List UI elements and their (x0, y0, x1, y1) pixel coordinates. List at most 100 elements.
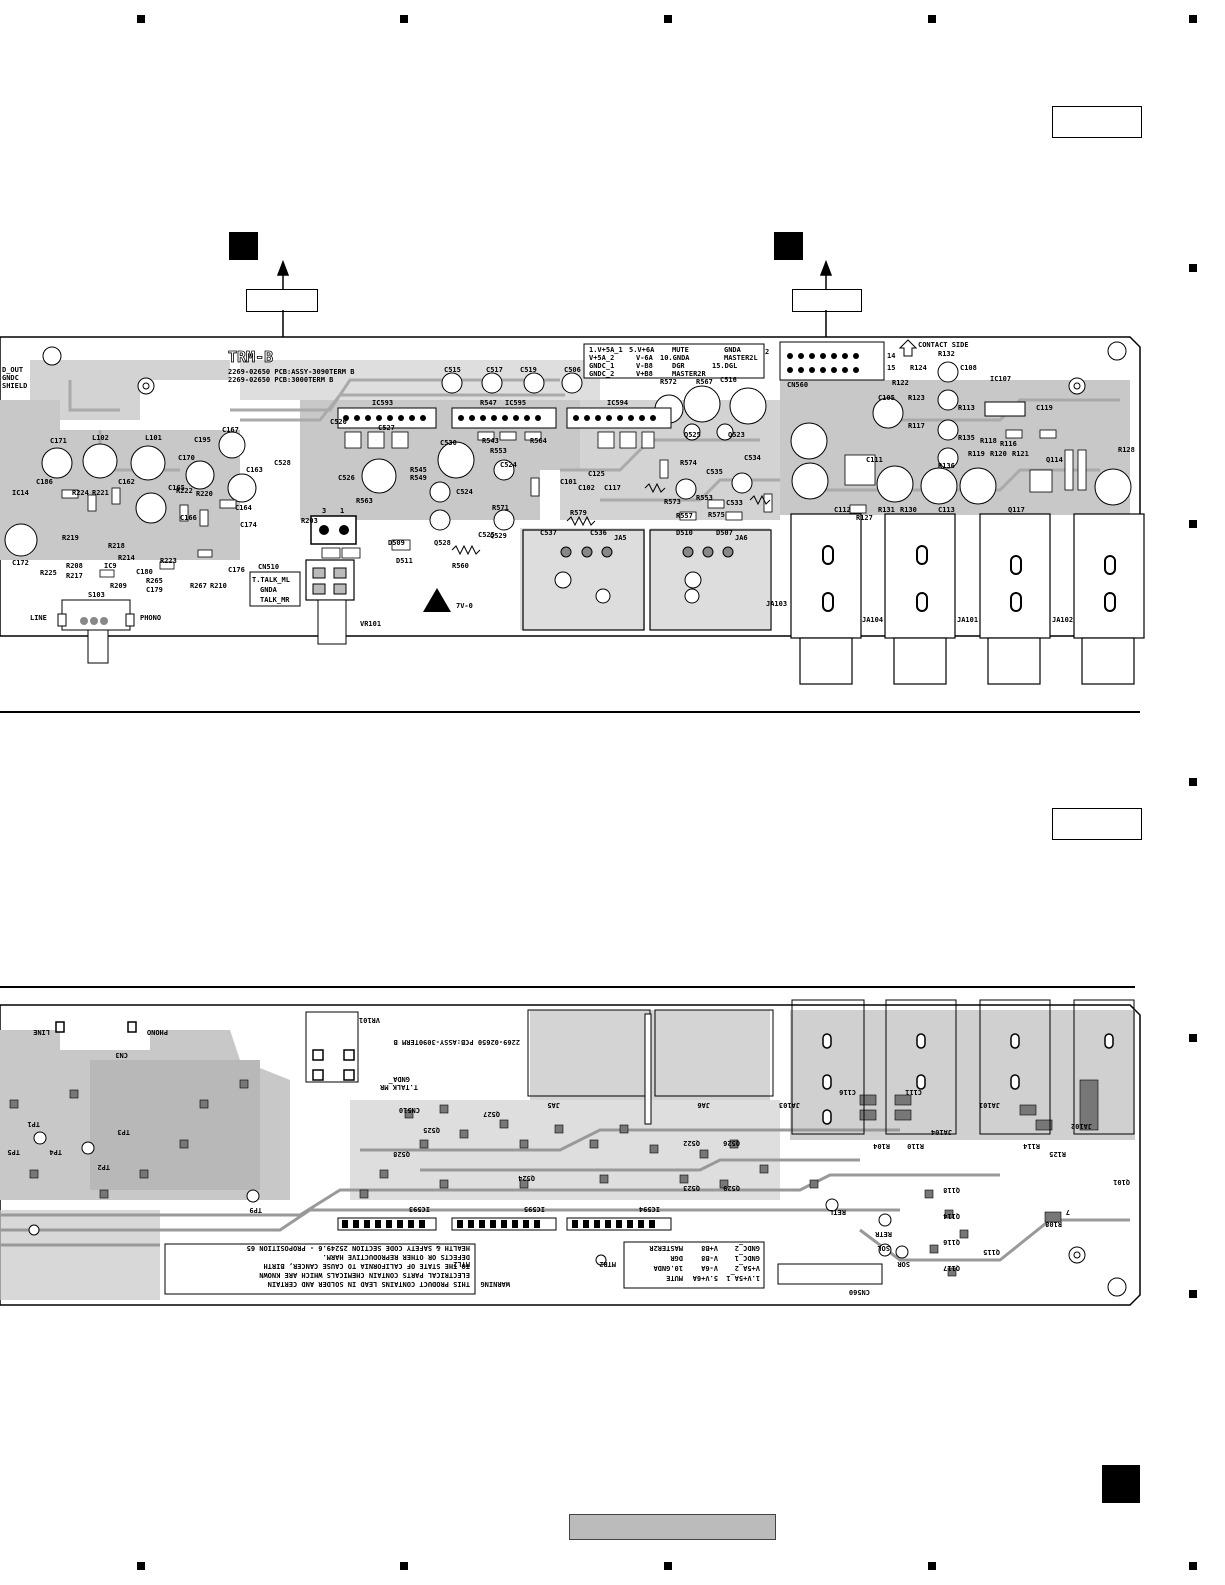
silkscreen-label: C108 (960, 364, 977, 372)
registration-mark (1189, 1290, 1197, 1298)
silkscreen-label: C534 (744, 454, 761, 462)
silkscreen-label: R214 (118, 554, 135, 562)
silkscreen-label: R547 (480, 399, 497, 407)
silkscreen-label: Q528 (434, 539, 451, 547)
silkscreen-label: L101 (145, 434, 162, 442)
silkscreen-label: C525 (478, 531, 495, 539)
silkscreen-label: T.TALK_MR (379, 1083, 418, 1091)
silkscreen-label: Q114 (943, 1212, 960, 1220)
silkscreen-label: R220 (196, 490, 213, 498)
silkscreen-label: TP1 (27, 1120, 40, 1128)
silkscreen-label: 5.V+6A (692, 1274, 718, 1282)
registration-mark (1189, 1034, 1197, 1042)
silkscreen-label: GNDC (2, 374, 19, 382)
registration-mark (1189, 778, 1197, 786)
silkscreen-label: R108 (1045, 1220, 1062, 1228)
silkscreen-label: R130 (900, 506, 917, 514)
silkscreen-label: R575 (708, 511, 725, 519)
silkscreen-label: C117 (604, 484, 621, 492)
silkscreen-label: JA5 (547, 1101, 560, 1109)
silkscreen-label: Q525 (423, 1126, 440, 1134)
silkscreen-label: IC594 (639, 1205, 660, 1213)
silkscreen-label: C526 (338, 474, 355, 482)
silkscreen-label: V+5A_2 (589, 354, 614, 362)
registration-mark (400, 1562, 408, 1570)
silkscreen-label: GNDC_2 (589, 370, 614, 378)
silkscreen-label: R110 (907, 1142, 924, 1150)
silkscreen-label: Q524 (518, 1174, 535, 1182)
pcb-top-view: 3 1 TRM-B (0, 259, 1145, 685)
silkscreen-label: D509 (388, 539, 405, 547)
silkscreen-label: C174 (240, 521, 257, 529)
silkscreen-label: GNDC_1 (589, 362, 614, 370)
silkscreen-label: MTL2 (453, 1260, 470, 1268)
silkscreen-label: 7V-0 (456, 602, 473, 610)
silkscreen-label: DGR (672, 362, 685, 370)
silkscreen-label: C105 (878, 394, 895, 402)
silkscreen-label: R571 (492, 504, 509, 512)
silkscreen-label: R267 (190, 582, 207, 590)
silkscreen-label: 14 (887, 352, 895, 360)
silkscreen-label: C125 (588, 470, 605, 478)
silkscreen-label: R210 (210, 582, 227, 590)
page-corner-marker (1102, 1465, 1140, 1503)
silkscreen-label: C530 (440, 439, 457, 447)
silkscreen-label: TP9 (249, 1206, 262, 1214)
silkscreen-label: Q117 (943, 1264, 960, 1272)
silkscreen-label: Q523 (728, 431, 745, 439)
silkscreen-label: RETL (829, 1208, 846, 1216)
silkscreen-label: V-B8 (636, 362, 653, 370)
silkscreen-label: C111 (905, 1088, 922, 1096)
silkscreen-label: V+B8 (636, 370, 653, 378)
silkscreen-label: R209 (110, 582, 127, 590)
silkscreen-label: 2269-02650 PCB:ASSY-3090TERM B (228, 368, 354, 376)
connector-marker-right (774, 232, 803, 260)
silkscreen-label: R119 (968, 450, 985, 458)
silkscreen-label: C515 (444, 366, 461, 374)
silkscreen-label: R219 (62, 534, 79, 542)
silkscreen-label: V-6A (636, 354, 654, 362)
silkscreen-label: R221 (92, 489, 109, 497)
silkscreen-label: IC594 (607, 399, 628, 407)
silkscreen-label: V-6A (700, 1264, 718, 1272)
silkscreen-label: C524 (456, 488, 473, 496)
registration-mark (928, 15, 936, 23)
silkscreen-label: IC593 (409, 1205, 430, 1213)
silkscreen-label: MTR2 (599, 1260, 616, 1268)
silkscreen-label: C516 (720, 376, 737, 384)
silkscreen-label: R125 (1049, 1150, 1066, 1158)
silkscreen-label: GNDA (392, 1075, 410, 1083)
silkscreen-label: IC593 (372, 399, 393, 407)
silkscreen-label: R127 (856, 514, 873, 522)
silkscreen-label: D511 (396, 557, 413, 565)
silkscreen-label: C165 (168, 484, 185, 492)
silkscreen-label: Q114 (1046, 456, 1063, 464)
silkscreen-label: R223 (160, 557, 177, 565)
silkscreen-label: MUTE (672, 346, 689, 354)
silkscreen-label: C527 (378, 424, 395, 432)
silkscreen-label: T.TALK_ML (252, 576, 290, 584)
silkscreen-label: MASTER2L (724, 354, 758, 362)
silkscreen-label: R222 (176, 487, 193, 495)
registration-mark (664, 1562, 672, 1570)
silkscreen-label: WARNING (480, 1280, 510, 1288)
silkscreen-label: R208 (66, 562, 83, 570)
silkscreen-label: R118 (980, 437, 997, 445)
silkscreen-label: C164 (235, 504, 252, 512)
silkscreen-label: JA103 (766, 600, 787, 608)
registration-mark (137, 15, 145, 23)
silkscreen-label: 1.V+5A_1 (726, 1274, 760, 1282)
silkscreen-label: V+B8 (701, 1244, 718, 1252)
silkscreen-label: CN510 (399, 1106, 420, 1114)
silkscreen-label: VR101 (360, 620, 381, 628)
silkscreen-label: R114 (1023, 1142, 1040, 1150)
silkscreen-label: CN560 (787, 381, 808, 389)
silkscreen-label: C172 (12, 559, 29, 567)
silkscreen-label: R543 (482, 437, 499, 445)
silkscreen-label: VR101 (359, 1016, 380, 1024)
silkscreen-label: C176 (228, 566, 245, 574)
silkscreen-label: R224 (72, 489, 89, 497)
silkscreen-label: 2269-02650 PCB:3000TERM B (228, 376, 333, 384)
silkscreen-label: C111 (866, 456, 883, 464)
silkscreen-label: CN560 (849, 1288, 870, 1296)
